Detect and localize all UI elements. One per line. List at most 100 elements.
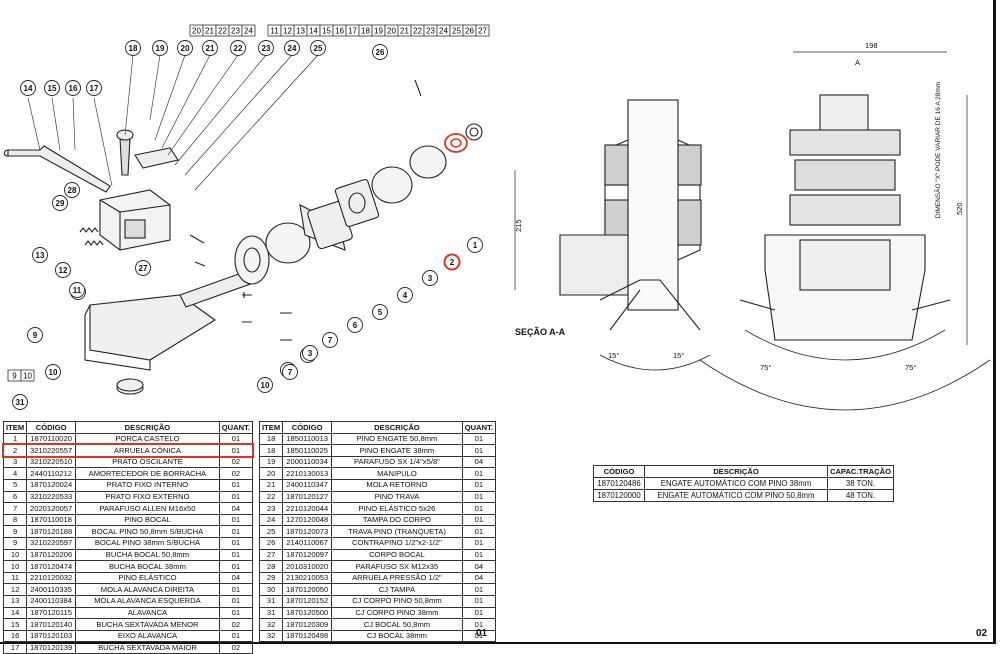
callout: 24: [284, 40, 300, 56]
svg-text:14: 14: [309, 27, 318, 36]
cell-desc: PINO ELÁSTICO: [75, 571, 220, 585]
cell-qty: 02: [218, 618, 254, 631]
callout: 21: [202, 40, 218, 56]
cell-item: 25: [258, 525, 284, 538]
svg-text:29: 29: [56, 199, 65, 208]
ref-box: 13: [293, 24, 308, 37]
callout: 25: [310, 40, 326, 56]
ref-box: 22: [215, 24, 230, 37]
cell-qty: 01: [218, 548, 254, 562]
cell-desc: PARAFUSO ALLEN M16x50: [75, 502, 220, 515]
cell-item: 31: [258, 606, 284, 620]
cell-qty: 01: [461, 467, 497, 480]
callout: 2: [443, 253, 461, 271]
section-label: SEÇÃO A-A: [515, 327, 566, 337]
svg-text:28: 28: [68, 186, 77, 195]
ref-box: 24: [241, 24, 256, 37]
cell-item: 32: [258, 618, 284, 631]
cell-qty: 01: [218, 583, 254, 596]
callout-bubbles: 1234567891011121314151617181920212223242…: [12, 40, 483, 410]
callout: 10: [45, 364, 61, 380]
cell-code: 1870120152: [282, 594, 333, 608]
cell-item: 12: [2, 583, 28, 596]
ref-box: 12: [280, 24, 295, 37]
cell-code: 1870120115: [26, 606, 77, 620]
cell-code: 2400110335: [26, 583, 77, 596]
cell-code: 1870120486: [593, 477, 645, 490]
svg-text:25: 25: [452, 27, 461, 36]
kit-table: CÓDIGO DESCRIÇÃO CAPAC.TRAÇÃO 1870120486…: [593, 465, 895, 502]
svg-text:16: 16: [69, 84, 78, 93]
cell-desc: BUCHA BOCAL 38mm: [75, 560, 220, 573]
cell-code: 3210220510: [26, 455, 77, 469]
callout: 14: [20, 80, 36, 96]
cell-item: 28: [258, 560, 284, 573]
svg-text:16: 16: [335, 27, 344, 36]
cell-code: 1870120127: [282, 490, 333, 504]
cell-desc: PRATO OSCILANTE: [75, 455, 220, 469]
col-desc: DESCRIÇÃO: [644, 465, 828, 478]
cell-qty: 01: [461, 525, 497, 538]
callout: 10: [257, 377, 273, 393]
cell-desc: PINO ELÁSTICO 5x26: [331, 502, 463, 515]
callout: 28: [64, 182, 80, 198]
cell-desc: BOCAL PINO 38mm S/BUCHA: [75, 536, 220, 550]
cell-desc: CJ BOCAL 38mm: [331, 629, 463, 643]
cell-item: 24: [258, 513, 284, 527]
svg-text:24: 24: [244, 27, 253, 36]
callout: 23: [258, 40, 274, 56]
cell-code: 1870120024: [26, 478, 77, 492]
cell-qty: 01: [461, 548, 497, 562]
callout: 19: [152, 40, 168, 56]
svg-text:24: 24: [288, 44, 297, 53]
svg-text:21: 21: [205, 27, 214, 36]
cell-code: 1850110013: [282, 432, 333, 446]
cell-code: 1870120206: [26, 548, 77, 562]
cell-qty: 04: [461, 455, 497, 469]
cell-qty: 01: [461, 536, 497, 550]
ref-box: 11: [267, 24, 282, 37]
cell-cap: 38 TON.: [826, 477, 895, 490]
svg-text:10: 10: [23, 372, 32, 381]
cell-item: 14: [2, 606, 28, 620]
svg-text:24: 24: [439, 27, 448, 36]
highlight-box: [2, 443, 254, 458]
ref-box: 20: [384, 24, 399, 37]
col-code: CÓDIGO: [26, 421, 77, 434]
cell-item: 23: [258, 502, 284, 515]
cell-code: 2000110034: [282, 455, 333, 469]
dim-note: DIMENSÃO "X" PODE VARIAR DE 16 A 28mm: [933, 82, 942, 218]
callout: 17: [86, 80, 102, 96]
cell-item: 30: [258, 583, 284, 596]
svg-text:13: 13: [296, 27, 305, 36]
callout: 5: [372, 304, 388, 320]
cell-item: 9: [2, 536, 28, 550]
callout: 11: [69, 282, 85, 298]
cell-code: 2210130013: [282, 467, 333, 480]
cell-qty: 01: [218, 560, 254, 573]
cell-desc: PRATO FIXO INTERNO: [75, 478, 220, 492]
svg-text:21: 21: [206, 44, 215, 53]
cell-qty: 01: [461, 513, 497, 527]
svg-text:10: 10: [261, 381, 270, 390]
dim-height_right: 520: [955, 202, 964, 215]
cell-code: 1870120139: [26, 641, 77, 654]
ref-box: 21: [202, 24, 217, 37]
cell-item: 5: [2, 478, 28, 492]
cell-item: 18: [258, 444, 284, 457]
